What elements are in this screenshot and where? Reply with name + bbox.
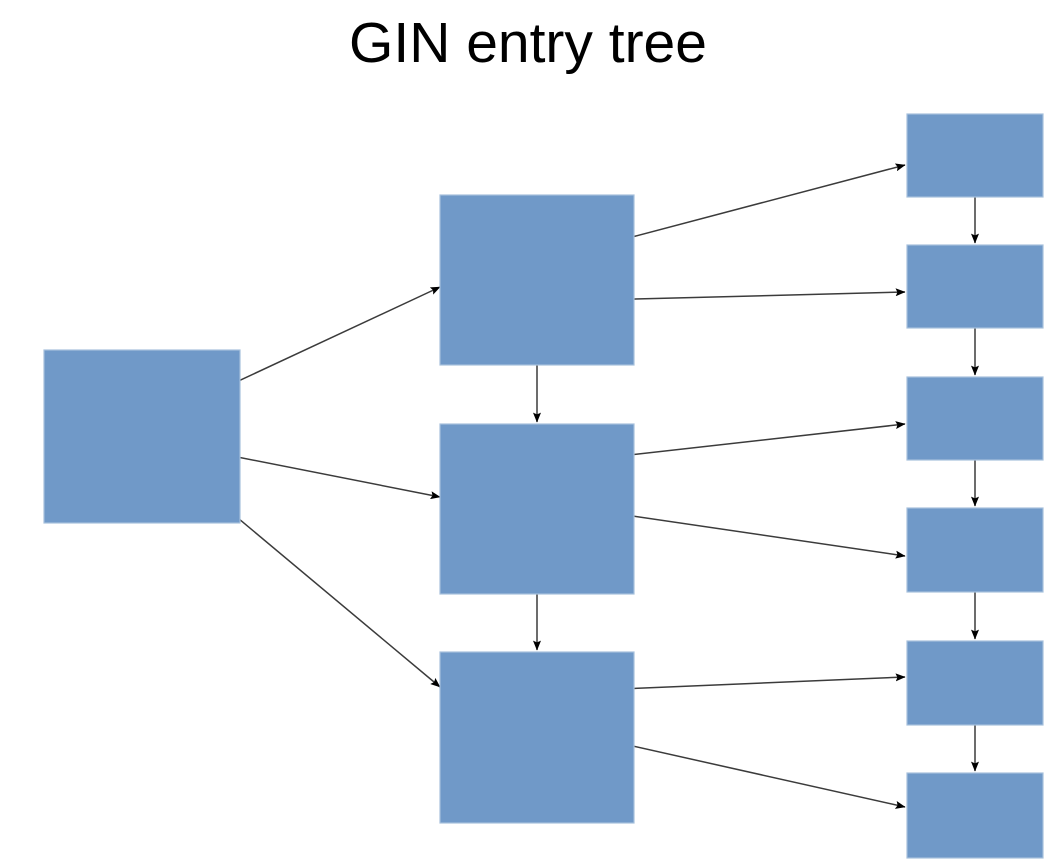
edge-root-to-mid-1 [201,286,441,399]
edge-mid-3-to-leaf-6 [596,737,906,809]
node-mid-3[interactable] [439,651,635,824]
node-rect-leaf-6[interactable] [906,772,1044,859]
node-rect-mid-1[interactable] [439,194,635,366]
node-rect-leaf-2[interactable] [906,244,1044,329]
node-leaf-6[interactable] [906,772,1044,859]
node-rect-leaf-4[interactable] [906,507,1044,593]
edge-mid-2-to-leaf-4 [584,508,906,559]
node-mid-2[interactable] [439,423,635,595]
edge-mid-3-to-leaf-5 [596,673,906,691]
node-leaf-1[interactable] [906,113,1044,198]
node-leaf-5[interactable] [906,640,1044,726]
edge-root-to-mid-2 [201,449,441,500]
node-mid-1[interactable] [439,194,635,366]
node-rect-root[interactable] [43,349,241,524]
node-rect-leaf-3[interactable] [906,376,1044,461]
node-leaf-4[interactable] [906,507,1044,593]
node-leaf-2[interactable] [906,244,1044,329]
page-title: GIN entry tree [349,11,707,75]
node-root[interactable] [43,349,241,524]
nodes-layer [43,113,1044,859]
node-rect-mid-2[interactable] [439,423,635,595]
edges-layer [201,163,979,809]
node-rect-mid-3[interactable] [439,651,635,824]
node-rect-leaf-1[interactable] [906,113,1044,198]
node-leaf-3[interactable] [906,376,1044,461]
edge-root-to-mid-3 [201,487,441,688]
node-rect-leaf-5[interactable] [906,640,1044,726]
edge-mid-2-to-leaf-3 [584,421,906,461]
